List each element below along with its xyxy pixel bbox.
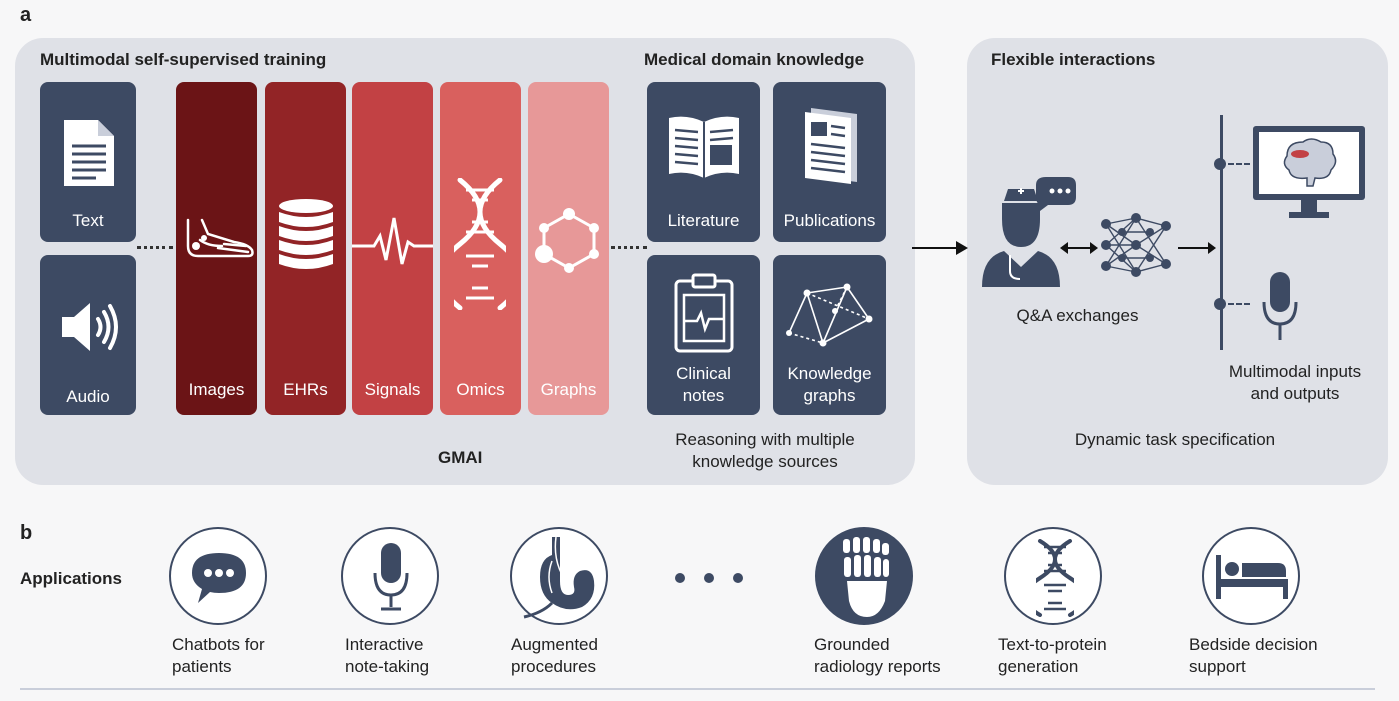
modality-column-omics: Omics bbox=[440, 82, 521, 415]
tile-label: Text bbox=[72, 211, 104, 230]
app-label-line1: Text-to-protein bbox=[998, 635, 1107, 654]
column-label: EHRs bbox=[283, 380, 328, 399]
reasoning-line1: Reasoning with multiple bbox=[675, 430, 855, 449]
output-arrow bbox=[1178, 242, 1216, 254]
publications-tile: Publications bbox=[773, 82, 886, 242]
qa-label: Q&A exchanges bbox=[1016, 306, 1139, 325]
io-bus-line bbox=[1220, 115, 1223, 350]
app-label-line2: generation bbox=[998, 657, 1079, 676]
bed-icon bbox=[1216, 555, 1288, 599]
knowledge-graphs-tile: Knowledge graphs bbox=[773, 255, 886, 415]
clipboard-icon bbox=[674, 273, 734, 353]
app-radiology-icon-circle bbox=[815, 527, 913, 625]
knowledge-title: Medical domain knowledge bbox=[644, 50, 865, 69]
bidirectional-arrow bbox=[1060, 242, 1098, 254]
doctor-icon bbox=[982, 177, 1076, 287]
foot-xray-icon bbox=[843, 537, 889, 617]
modality-column-images: Images bbox=[176, 82, 257, 415]
column-label: Graphs bbox=[540, 380, 597, 399]
ellipsis-dots bbox=[673, 571, 745, 590]
speaker-icon bbox=[62, 303, 118, 351]
knowledge-graph-icon bbox=[786, 283, 873, 347]
app-label-line2: radiology reports bbox=[814, 657, 941, 676]
modality-column-graphs: Graphs bbox=[528, 82, 609, 415]
app-label-line2: procedures bbox=[511, 657, 597, 676]
app-label-line1: Grounded bbox=[814, 635, 890, 654]
app-label-line2: support bbox=[1189, 657, 1246, 676]
tile-label: Publications bbox=[783, 211, 876, 230]
bottom-rule bbox=[20, 688, 1375, 690]
dotted-connector bbox=[137, 246, 173, 249]
neural-network-icon bbox=[1101, 213, 1171, 277]
text-tile: Text bbox=[40, 82, 136, 242]
modality-column-ehrs: EHRs bbox=[265, 82, 346, 415]
document-icon bbox=[64, 120, 114, 186]
training-title: Multimodal self-supervised training bbox=[40, 50, 327, 69]
audio-tile: Audio bbox=[40, 255, 136, 415]
stomach-icon bbox=[523, 537, 595, 619]
dna-icon bbox=[1036, 539, 1074, 617]
microphone-icon bbox=[373, 543, 409, 611]
column-label: Omics bbox=[456, 380, 505, 399]
bus-node bbox=[1214, 158, 1226, 170]
tile-label-line2: graphs bbox=[803, 386, 856, 405]
dna-icon bbox=[454, 178, 506, 310]
microphone-icon bbox=[1262, 272, 1298, 340]
tile-label-line1: Knowledge bbox=[787, 364, 872, 383]
app-label-line1: Augmented bbox=[511, 635, 598, 654]
clinical-notes-tile: Clinical notes bbox=[647, 255, 760, 415]
tile-label-line1: Clinical bbox=[676, 364, 731, 383]
applications-label: Applications bbox=[20, 569, 123, 588]
multimodal-line2: and outputs bbox=[1250, 384, 1340, 403]
app-note-taking-icon-circle bbox=[341, 527, 439, 625]
chat-bubble-icon bbox=[192, 553, 246, 603]
panel-b-letter: b bbox=[20, 522, 33, 544]
app-protein-icon-circle bbox=[1004, 527, 1102, 625]
main-arrow bbox=[912, 241, 968, 255]
app-label-line2: patients bbox=[172, 657, 232, 676]
dotted-connector bbox=[611, 246, 647, 249]
graph-network-icon bbox=[535, 208, 599, 273]
tile-label: Audio bbox=[66, 387, 110, 406]
foot-xray-icon bbox=[186, 218, 254, 258]
app-procedures-icon-circle bbox=[510, 527, 608, 625]
dynamic-task-label: Dynamic task specification bbox=[1074, 430, 1276, 449]
database-icon bbox=[279, 199, 333, 269]
monitor-brain-icon bbox=[1253, 126, 1365, 218]
reasoning-line2: knowledge sources bbox=[692, 452, 838, 471]
panel-a-letter: a bbox=[20, 4, 32, 26]
app-label-line1: Chatbots for bbox=[172, 635, 265, 654]
modality-column-signals: Signals bbox=[352, 82, 433, 415]
multimodal-line1: Multimodal inputs bbox=[1228, 362, 1362, 381]
app-label-line1: Interactive bbox=[345, 635, 424, 654]
tile-label-line2: notes bbox=[682, 386, 725, 405]
app-bedside-icon-circle bbox=[1202, 527, 1300, 625]
gmai-label: GMAI bbox=[438, 448, 483, 467]
app-label-line2: note-taking bbox=[345, 657, 430, 676]
dashed-link bbox=[1228, 303, 1250, 305]
dashed-link bbox=[1228, 163, 1250, 165]
flex-title: Flexible interactions bbox=[991, 50, 1156, 69]
app-chatbots-icon-circle bbox=[169, 527, 267, 625]
literature-tile: Literature bbox=[647, 82, 760, 242]
publication-icon bbox=[805, 108, 857, 184]
waveform-icon bbox=[352, 217, 433, 265]
app-label-line1: Bedside decision bbox=[1189, 635, 1318, 654]
open-book-icon bbox=[669, 116, 739, 178]
column-label: Images bbox=[188, 380, 245, 399]
column-label: Signals bbox=[364, 380, 421, 399]
tile-label: Literature bbox=[667, 211, 740, 230]
bus-node bbox=[1214, 298, 1226, 310]
